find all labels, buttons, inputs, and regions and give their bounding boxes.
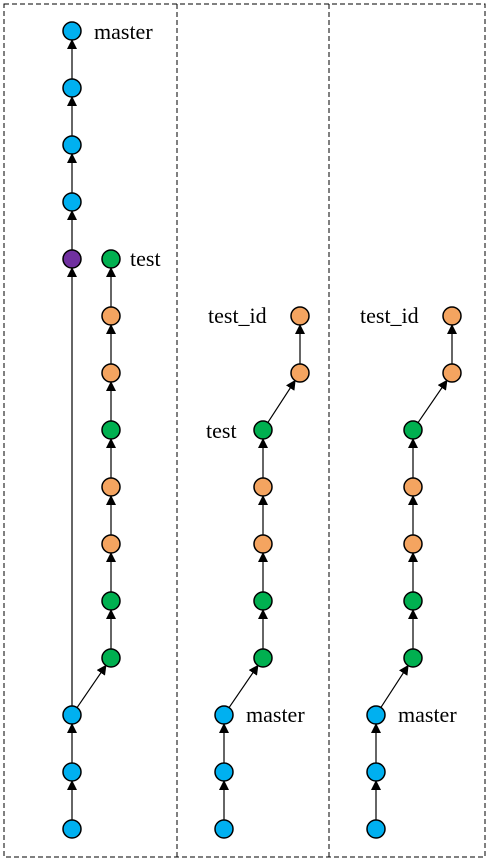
panel-3-branch-commit (403, 477, 423, 497)
panel-1-main-commit (62, 135, 82, 155)
panel-2-top-commit (290, 363, 310, 383)
panel-1-label-master: master (94, 19, 153, 44)
panel-3-branch-commit (403, 420, 423, 440)
panel-2-branch-fork-edge (228, 664, 259, 708)
panel-1-branch-commit (101, 477, 121, 497)
panel-1-branch-commit (101, 363, 121, 383)
panel-3-top-fork-edge (417, 379, 448, 423)
panel-2-branch-commit (253, 420, 273, 440)
panel-3-top-commit (442, 306, 462, 326)
panel-3-label-master: master (398, 702, 457, 727)
panel-2-main-commit (214, 762, 234, 782)
panel-2-label-master: master (246, 702, 305, 727)
panel-1-main-commit (62, 249, 82, 269)
panel-1-main-commit (62, 192, 82, 212)
panel-1-branch-commit (101, 648, 121, 668)
panel-1-main-commit (62, 705, 82, 725)
panel-2-branch-commit (253, 534, 273, 554)
panel-1-main-commit (62, 819, 82, 839)
panel-3-label-test-id: test_id (360, 303, 419, 328)
outer-frame (3, 3, 486, 858)
panel-3-branch-fork-edge (380, 664, 409, 708)
panel-1-main-commit (62, 762, 82, 782)
panel-3-top-commit (442, 363, 462, 383)
panel-1-branch-commit (101, 420, 121, 440)
panel-1-branch-commit (101, 249, 121, 269)
commit-edges (67, 39, 457, 820)
panel-3-branch-commit (403, 591, 423, 611)
panel-2-label-test: test (206, 418, 237, 443)
panel-3-main-commit (366, 705, 386, 725)
panel-1-label-test: test (130, 246, 161, 271)
branch-labels: master test test_id test master test_id … (94, 19, 457, 727)
panel-2-label-test-id: test_id (208, 303, 267, 328)
panel-2-main-commit (214, 705, 234, 725)
panel-3-main-commit (366, 819, 386, 839)
panel-1-branch-commit (101, 306, 121, 326)
commit-nodes (62, 21, 462, 839)
panel-1-branch-commit (101, 591, 121, 611)
panel-2-branch-commit (253, 477, 273, 497)
panel-frames (3, 3, 486, 858)
panel-3-branch-commit (403, 648, 423, 668)
panel-2-top-fork-edge (267, 379, 296, 423)
panel-2-branch-commit (253, 648, 273, 668)
panel-1-branch-commit (101, 534, 121, 554)
panel-1-main-commit (62, 78, 82, 98)
panel-1-branch-fork-edge (76, 664, 107, 708)
panel-1-main-commit (62, 21, 82, 41)
panel-2-main-commit (214, 819, 234, 839)
panel-3-main-commit (366, 762, 386, 782)
panel-2-branch-commit (253, 591, 273, 611)
panel-2-top-commit (290, 306, 310, 326)
panel-3-branch-commit (403, 534, 423, 554)
